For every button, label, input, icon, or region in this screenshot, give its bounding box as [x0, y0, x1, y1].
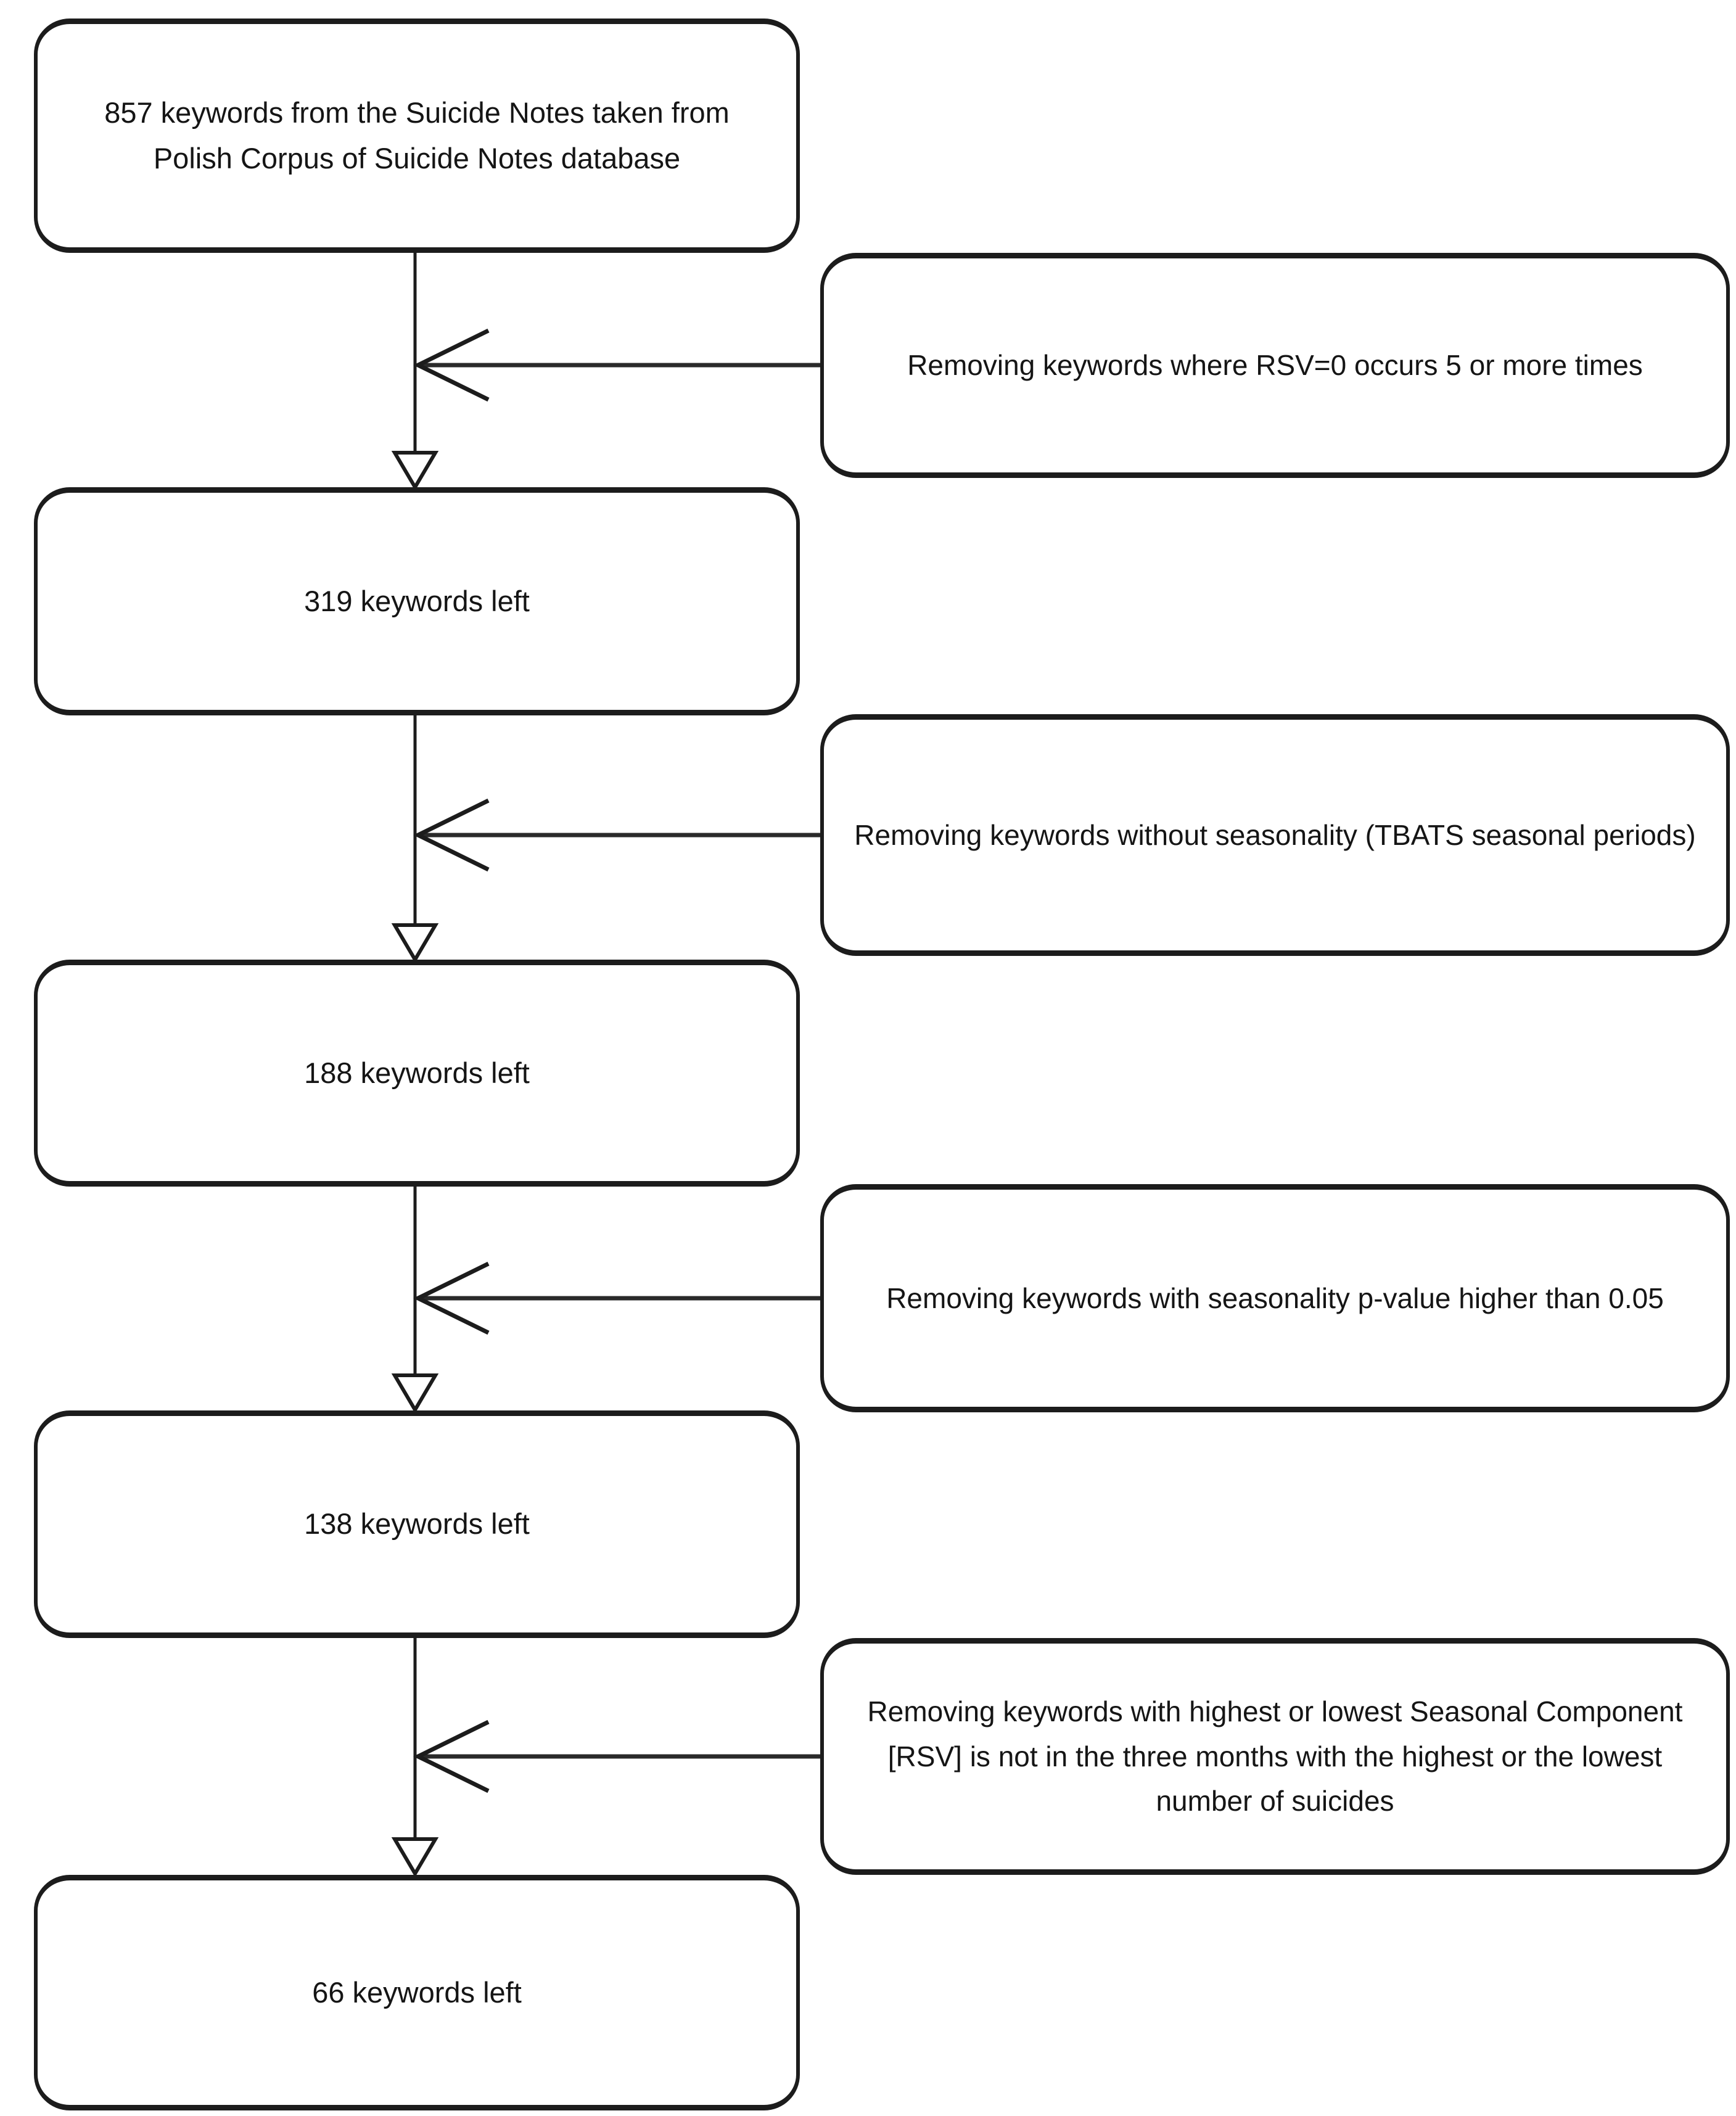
side-box-remove-pvalue-label: Removing keywords with seasonality p-val… — [886, 1282, 1664, 1314]
main-box-319-left-label: 319 keywords left — [304, 584, 530, 617]
main-box-319-left: 319 keywords left — [34, 487, 800, 715]
flow-arrow-3 — [391, 1187, 439, 1414]
side-box-remove-seasonal-component: Removing keywords with highest or lowest… — [820, 1638, 1730, 1875]
main-box-138-left: 138 keywords left — [34, 1410, 800, 1638]
main-box-66-left-label: 66 keywords left — [312, 1975, 522, 2009]
main-box-188-left-label: 188 keywords left — [304, 1056, 530, 1089]
side-box-remove-pvalue: Removing keywords with seasonality p-val… — [820, 1184, 1730, 1412]
annotation-arrow-2 — [413, 798, 820, 872]
flow-arrow-4 — [391, 1638, 439, 1877]
side-box-remove-seasonal-component-label: Removing keywords with highest or lowest… — [867, 1695, 1683, 1818]
annotation-arrow-3 — [413, 1261, 820, 1335]
side-box-remove-rsv-zero: Removing keywords where RSV=0 occurs 5 o… — [820, 253, 1730, 478]
annotation-arrow-4 — [413, 1719, 820, 1793]
flow-arrow-1 — [391, 253, 439, 491]
main-box-source-keywords: 857 keywords from the Suicide Notes take… — [34, 19, 800, 253]
main-box-188-left: 188 keywords left — [34, 960, 800, 1187]
side-box-remove-no-seasonality-label: Removing keywords without seasonality (T… — [854, 818, 1696, 851]
annotation-arrow-1 — [413, 328, 820, 402]
side-box-remove-no-seasonality: Removing keywords without seasonality (T… — [820, 714, 1730, 956]
main-box-source-keywords-label: 857 keywords from the Suicide Notes take… — [104, 96, 730, 175]
flow-arrow-2 — [391, 714, 439, 963]
main-box-138-left-label: 138 keywords left — [304, 1507, 530, 1541]
main-box-66-left: 66 keywords left — [34, 1875, 800, 2110]
side-box-remove-rsv-zero-label: Removing keywords where RSV=0 occurs 5 o… — [907, 349, 1643, 382]
